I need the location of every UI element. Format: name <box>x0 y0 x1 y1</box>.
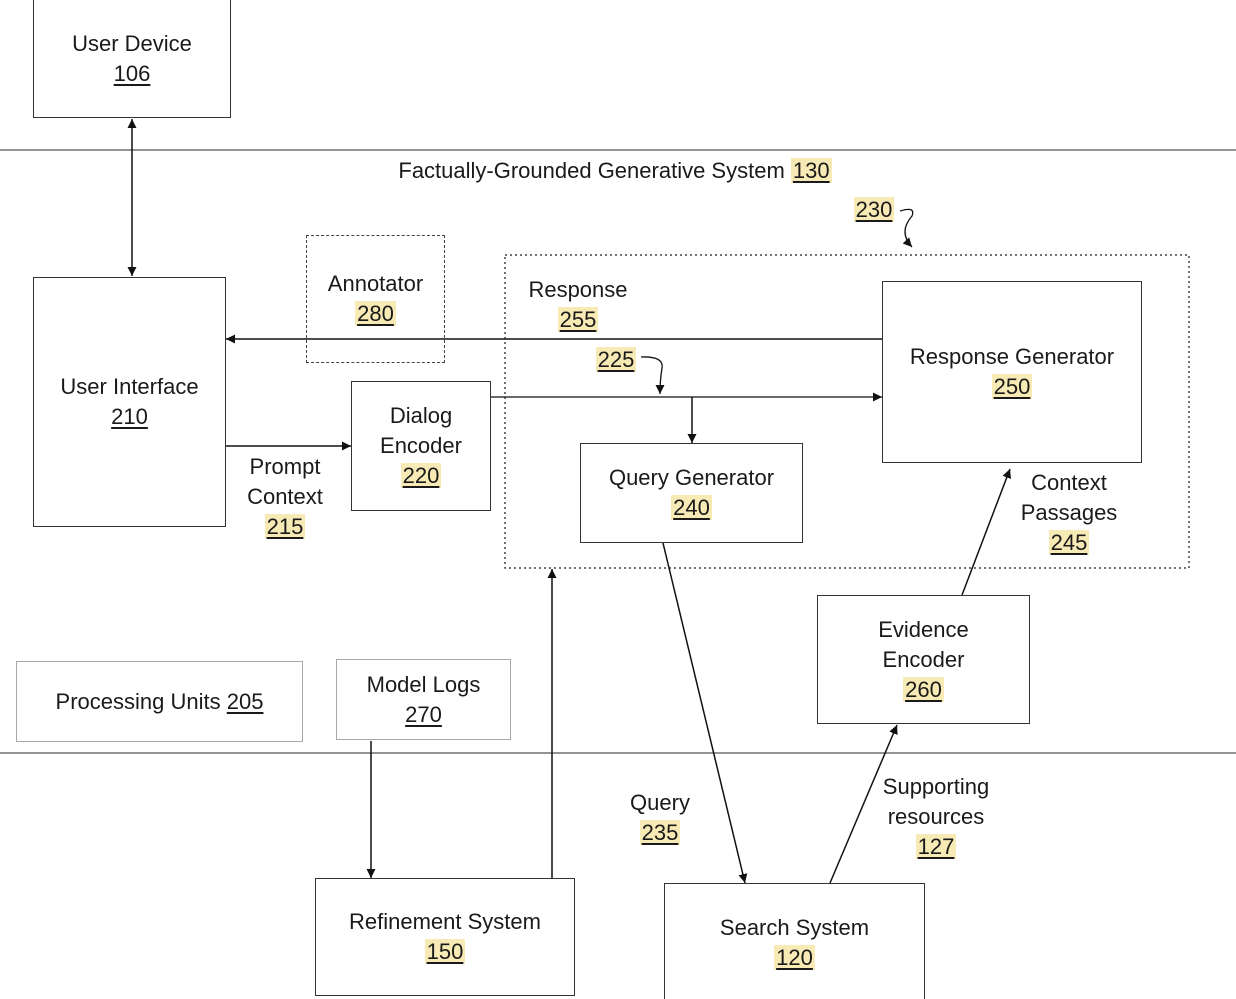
query-ref: 235 <box>639 820 681 845</box>
supporting-resources-line2: resources <box>887 804 985 829</box>
dialog-encoder-line1: Dialog <box>389 403 453 428</box>
refinement-system-ref: 150 <box>424 939 466 964</box>
system-title-ref: 130 <box>790 158 832 183</box>
annotator-ref: 280 <box>355 301 396 326</box>
context-passages-label: Context Passages 245 <box>1005 468 1133 558</box>
evidence-encoder-box: Evidence Encoder 260 <box>817 595 1030 724</box>
refinement-system-name: Refinement System <box>349 909 541 934</box>
leader-225 <box>640 356 665 395</box>
annotator-box: Annotator 280 <box>306 235 445 363</box>
arrow-context-passages <box>961 468 1012 596</box>
search-system-ref: 120 <box>774 945 815 970</box>
evidence-encoder-ref: 260 <box>903 676 944 702</box>
prompt-context-line1: Prompt <box>249 454 321 479</box>
evidence-encoder-line2: Encoder <box>882 646 965 672</box>
user-interface-box: User Interface 210 <box>33 277 226 527</box>
ref-230: 230 <box>853 197 895 222</box>
annotator-name: Annotator <box>327 271 424 296</box>
context-passages-line2: Passages <box>1020 500 1118 525</box>
refinement-system-box: Refinement System 150 <box>315 878 575 996</box>
model-logs-box: Model Logs 270 <box>336 659 511 740</box>
query-name: Query <box>630 790 690 815</box>
ref-230-label: 230 <box>848 195 900 225</box>
response-generator-name: Response Generator <box>909 344 1115 369</box>
dialog-encoder-line2: Encoder <box>380 433 462 458</box>
search-system-box: Search System 120 <box>664 883 925 999</box>
response-ref: 255 <box>557 307 599 332</box>
user-interface-ref: 210 <box>111 404 148 429</box>
arrow-query <box>662 542 748 884</box>
prompt-context-ref: 215 <box>264 514 306 539</box>
prompt-context-label: Prompt Context 215 <box>230 452 340 542</box>
processing-units-box: Processing Units 205 <box>16 661 303 742</box>
user-device-name: User Device <box>72 31 192 56</box>
supporting-resources-ref: 127 <box>915 834 957 859</box>
response-generator-box: Response Generator 250 <box>882 281 1142 463</box>
supporting-resources-line1: Supporting <box>882 774 990 799</box>
arrow-supporting-resources <box>829 724 898 884</box>
search-system-name: Search System <box>719 915 870 940</box>
response-label: Response 255 <box>512 275 644 335</box>
system-title-text: Factually-Grounded Generative System <box>398 158 785 183</box>
query-label: Query 235 <box>610 788 710 848</box>
response-name: Response <box>528 277 628 302</box>
query-generator-ref: 240 <box>671 495 712 520</box>
user-interface-name: User Interface <box>60 374 199 399</box>
evidence-encoder-line1: Evidence <box>878 616 969 642</box>
model-logs-name: Model Logs <box>366 671 481 697</box>
supporting-resources-label: Supporting resources 127 <box>866 772 1006 862</box>
processing-units-ref: 205 <box>226 688 264 714</box>
system-title: Factually-Grounded Generative System 130 <box>330 156 900 186</box>
leader-230 <box>899 208 914 248</box>
ref-225: 225 <box>595 347 637 372</box>
query-generator-name: Query Generator <box>608 465 775 490</box>
ref-225-label: 225 <box>590 345 642 375</box>
user-device-ref: 106 <box>113 61 151 86</box>
user-device-box: User Device 106 <box>33 0 231 118</box>
model-logs-ref: 270 <box>405 701 442 727</box>
dialog-encoder-box: Dialog Encoder 220 <box>351 381 491 511</box>
prompt-context-line2: Context <box>247 484 323 509</box>
processing-units-name: Processing Units <box>55 688 221 714</box>
context-passages-line1: Context <box>1031 470 1107 495</box>
dialog-encoder-ref: 220 <box>400 463 442 488</box>
query-generator-box: Query Generator 240 <box>580 443 803 543</box>
region-230 <box>504 254 1190 569</box>
response-generator-ref: 250 <box>991 374 1033 399</box>
context-passages-ref: 245 <box>1048 530 1090 555</box>
